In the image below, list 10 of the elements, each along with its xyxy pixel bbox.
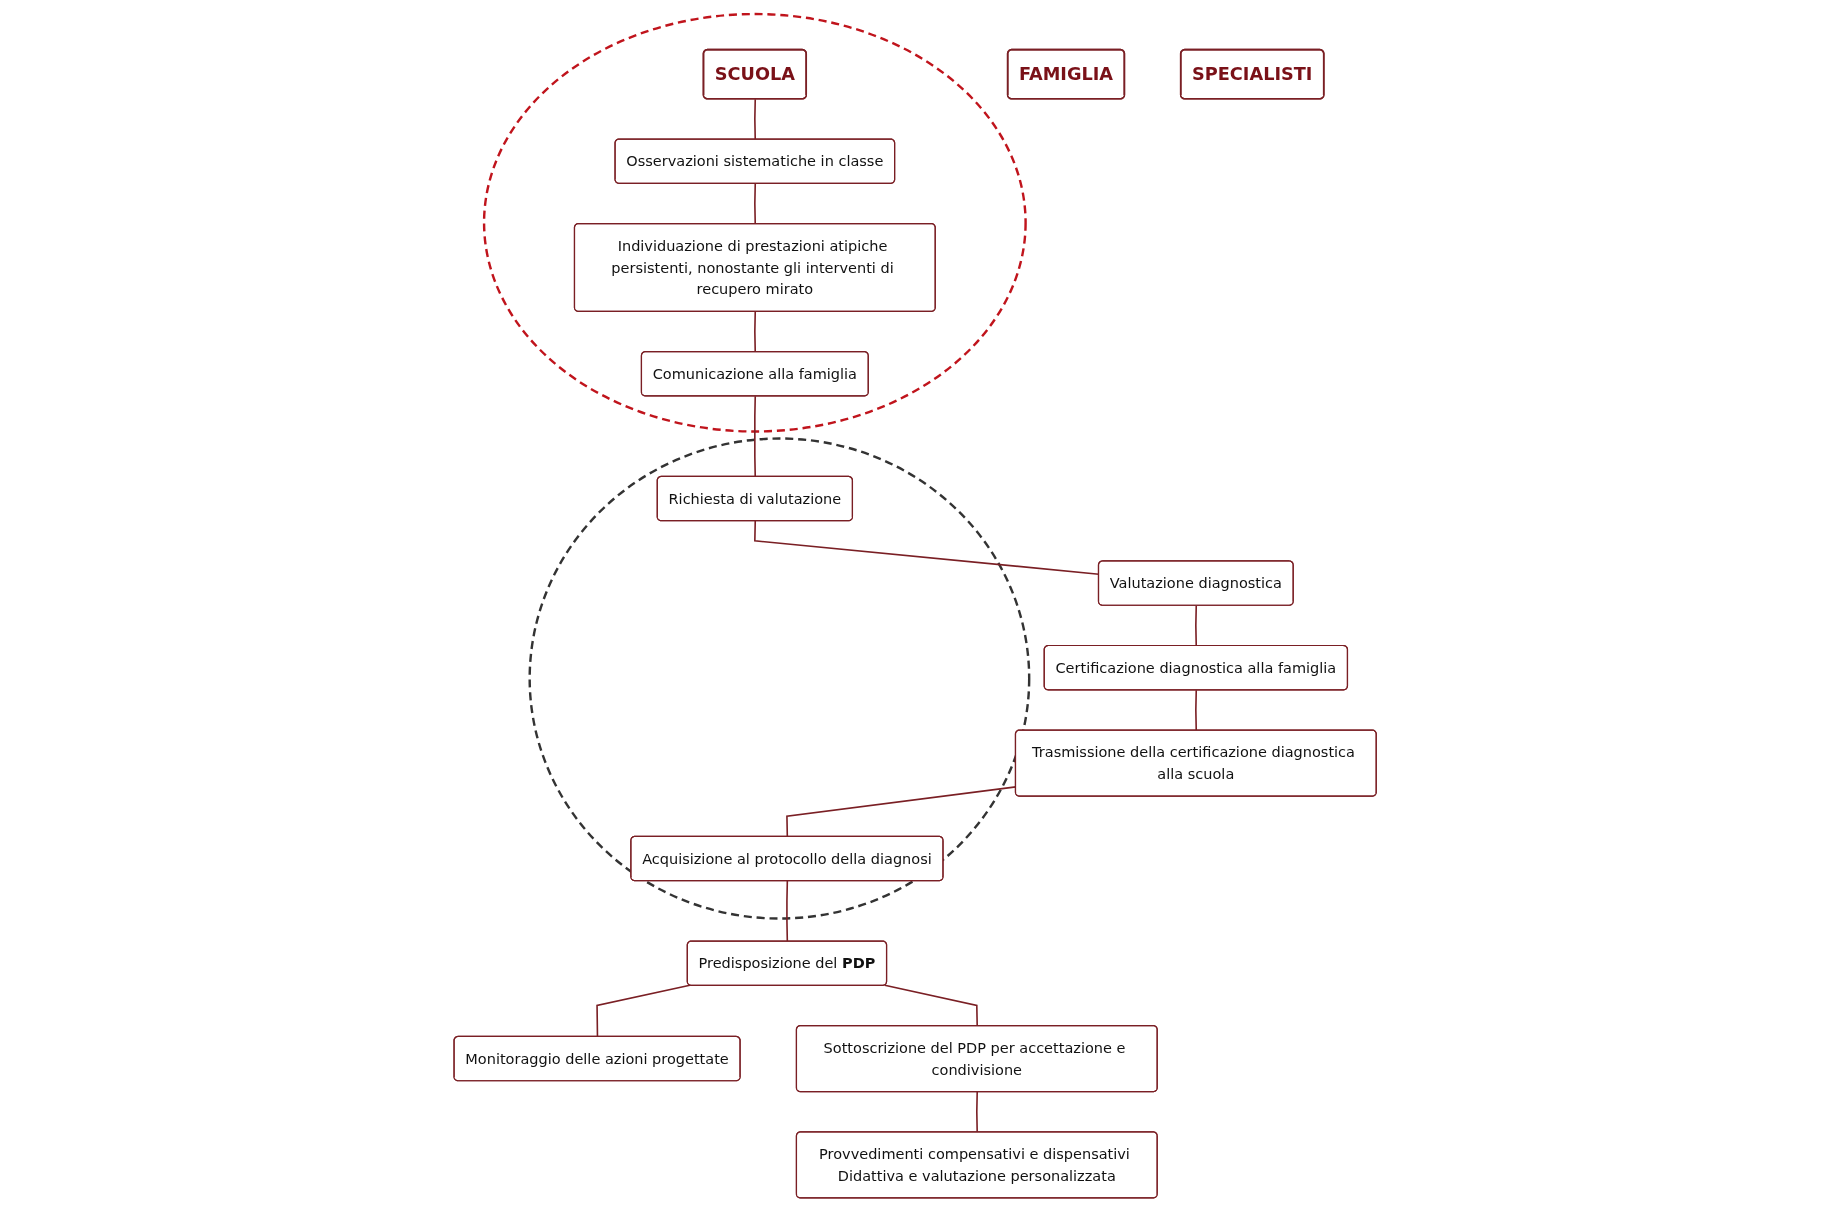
connector (596, 984, 692, 1038)
connector (754, 98, 757, 141)
connector (754, 310, 757, 353)
connector (754, 395, 757, 478)
connector (1195, 604, 1198, 647)
connector (754, 182, 757, 225)
connector (884, 984, 979, 1027)
cluster (528, 437, 1031, 920)
connector (786, 880, 789, 943)
connector (1195, 689, 1198, 732)
